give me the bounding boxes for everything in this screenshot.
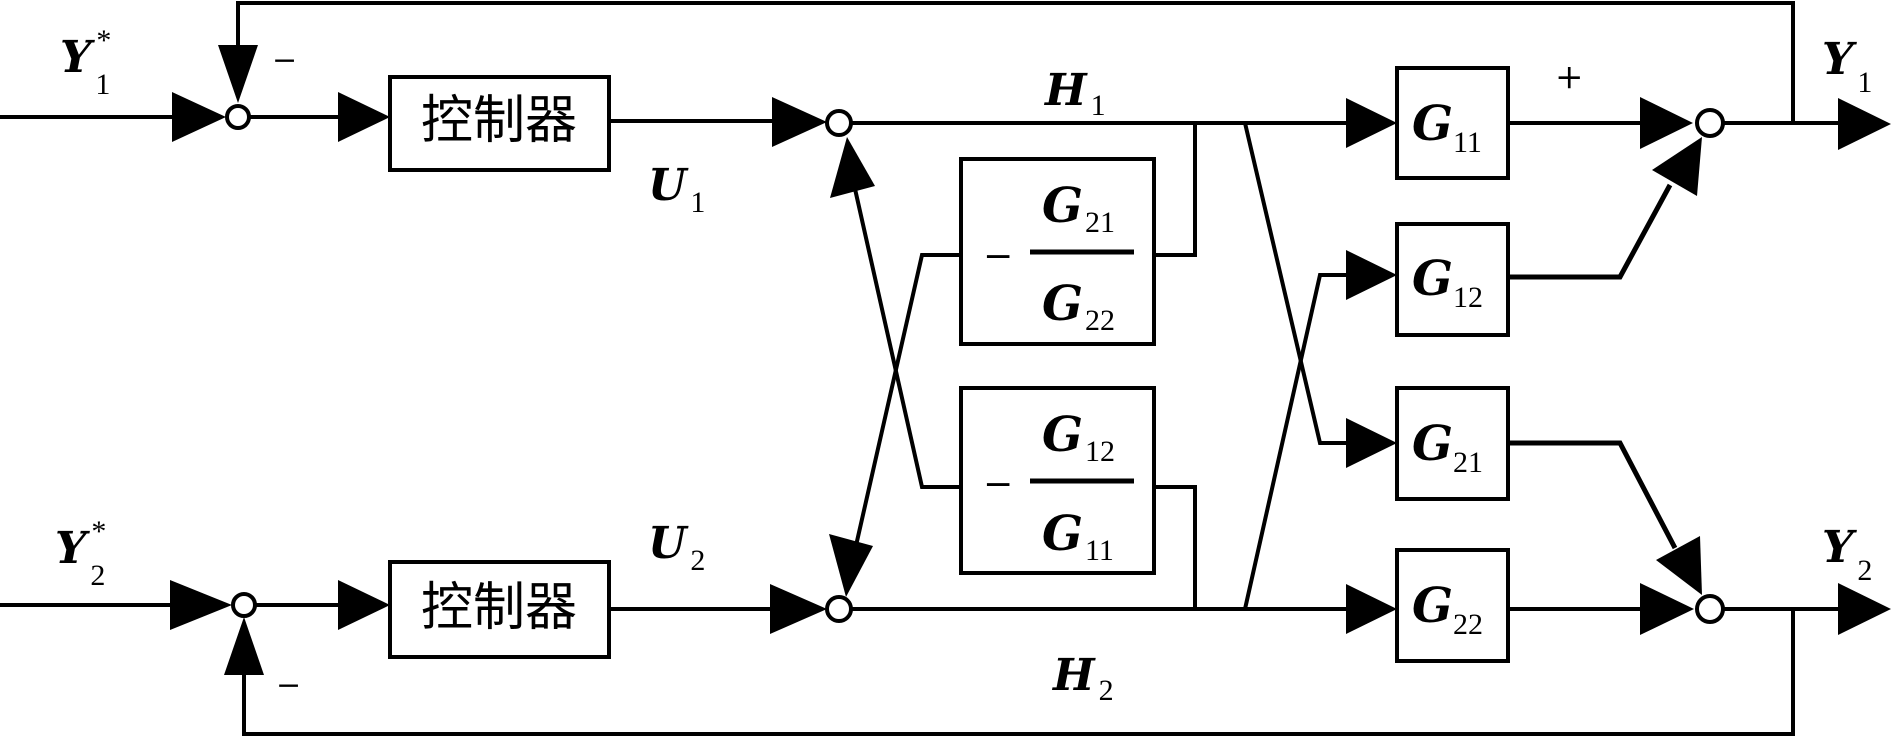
decoupler-b-denominator: G11 <box>1042 506 1114 567</box>
feedback-line-y2 <box>242 609 1795 736</box>
g12-label: G12 <box>1412 251 1483 314</box>
decoupler-a-denominator: G22 <box>1042 276 1115 337</box>
feedback-line-y1 <box>236 1 1795 123</box>
feedback-arrow-y2 <box>224 617 264 675</box>
summing-junction-2 <box>231 592 257 618</box>
arrow-sum6-g21 <box>1656 536 1702 595</box>
summing-junction-6 <box>1695 594 1725 624</box>
decoupler-a-input-line <box>1154 123 1197 257</box>
decoupler-a-sign: − <box>983 236 1013 277</box>
arrow-controller2-input <box>338 580 390 630</box>
u1-arrow <box>772 97 827 147</box>
minus-sign-feedback1: − <box>272 43 297 78</box>
input-label-y1: Y1* <box>60 24 111 101</box>
arrow-g11-input <box>1346 98 1397 148</box>
controller-1-label: 控制器 <box>421 91 577 151</box>
y2-output-arrow <box>1838 583 1891 635</box>
decoupler-b-input-line <box>1154 485 1197 609</box>
decoupler-b-numerator: G12 <box>1042 407 1115 468</box>
arrow-sum3-cross <box>830 137 875 198</box>
input-label-y2: Y2* <box>55 515 106 592</box>
plant-block-g11 <box>1395 66 1510 180</box>
minus-sign-feedback2: − <box>276 668 301 703</box>
g22-label: G22 <box>1412 578 1483 641</box>
feedback-arrow-y1 <box>218 45 258 103</box>
arrow-sum5-g12 <box>1652 137 1702 196</box>
decoupler-a-numerator: G21 <box>1042 178 1115 239</box>
g11-label: G11 <box>1412 96 1482 159</box>
cross-line-h2-to-g12 <box>1243 273 1350 610</box>
summing-junction-3 <box>825 109 853 137</box>
cross-line-h1-to-g21 <box>1243 122 1350 445</box>
arrow-sum6-g22 <box>1640 583 1694 635</box>
controller-2-label: 控制器 <box>421 578 577 638</box>
decoupler-b-output-line <box>851 179 961 489</box>
u2-arrow <box>770 584 827 634</box>
input-arrow-y1 <box>172 92 226 142</box>
g21-output-line <box>1508 440 1678 550</box>
summing-junction-4 <box>825 595 853 623</box>
input-arrow-y2 <box>170 580 232 630</box>
plant-block-g21 <box>1395 386 1510 501</box>
g12-output-line <box>1508 183 1673 280</box>
plus-sign: + <box>1555 57 1584 97</box>
arrow-controller1-input <box>338 92 390 142</box>
arrow-g22-input <box>1346 584 1397 634</box>
decoupler-b-sign: − <box>983 464 1013 505</box>
decoupler-a-output-line <box>853 253 961 551</box>
g21-label: G21 <box>1412 416 1483 479</box>
summing-junction-5 <box>1695 108 1725 138</box>
controller-1-block <box>388 75 611 172</box>
y1-output-arrow <box>1838 98 1891 150</box>
arrow-sum5-g11 <box>1640 97 1693 149</box>
summing-junction-1 <box>225 104 251 130</box>
arrow-sum4-cross <box>829 534 873 597</box>
plant-block-g22 <box>1395 548 1510 663</box>
arrow-g21-input <box>1346 418 1397 468</box>
arrow-g12-input <box>1346 250 1397 300</box>
